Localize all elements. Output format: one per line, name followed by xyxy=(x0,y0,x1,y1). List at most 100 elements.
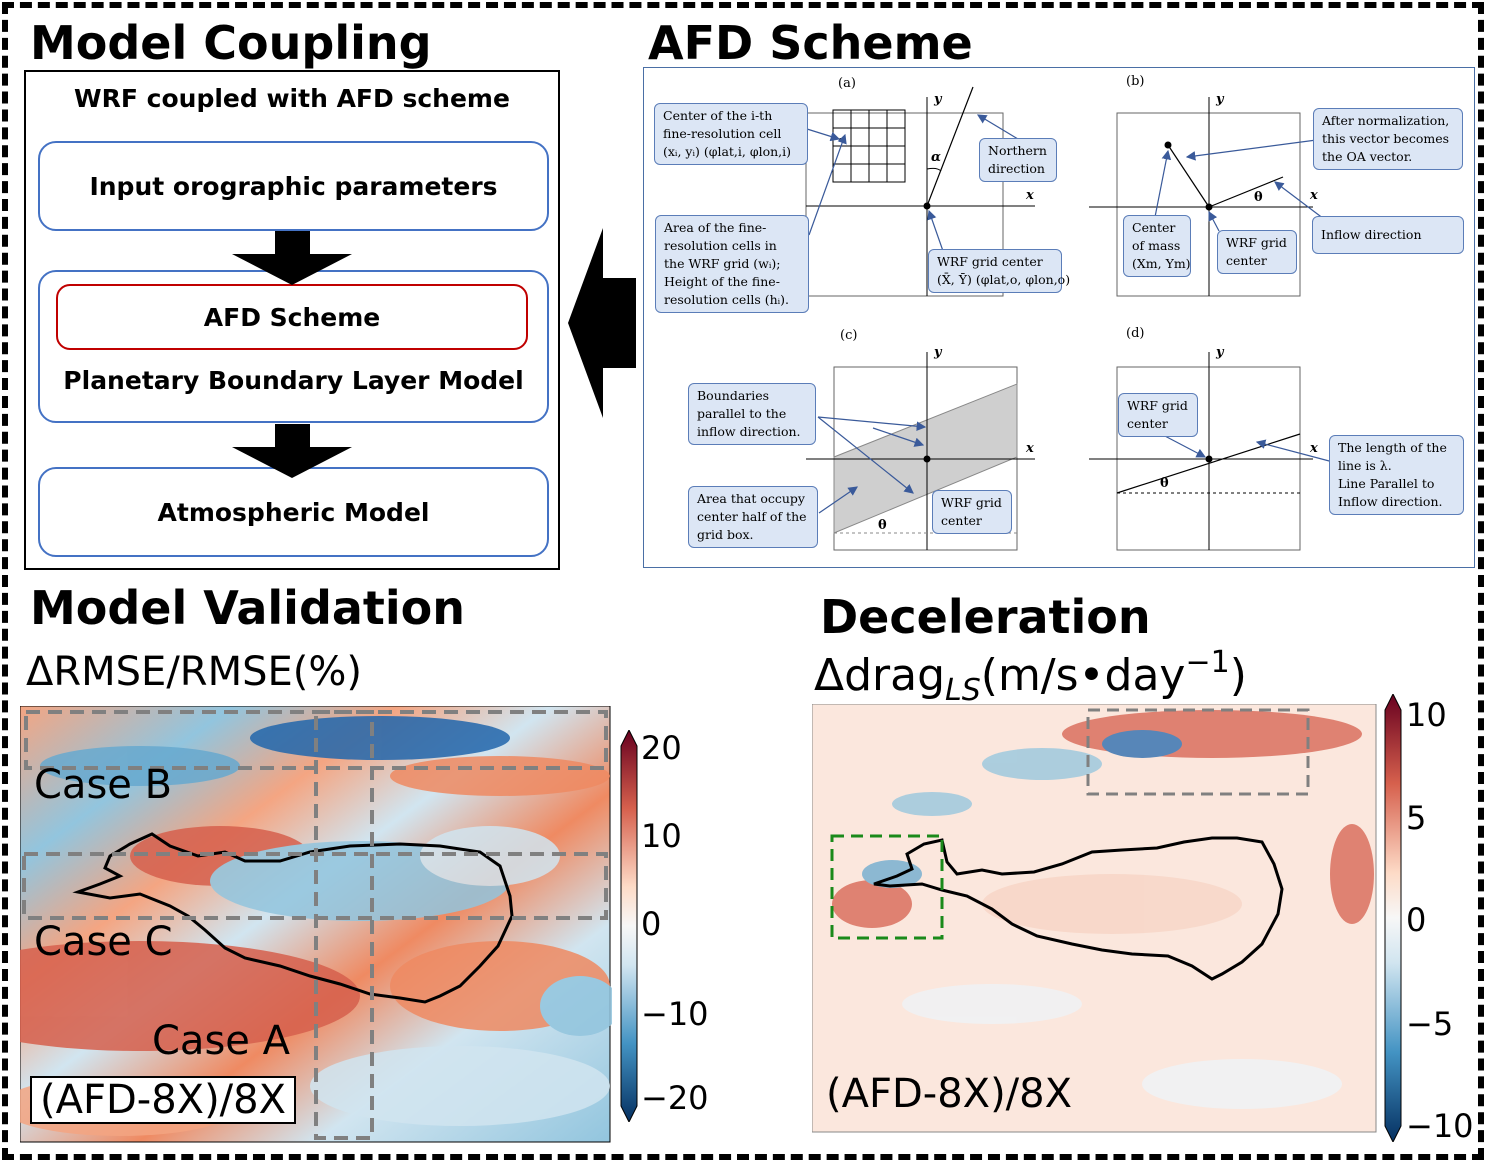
deceleration-legend: (AFD-8X)/8X xyxy=(826,1071,1072,1117)
section-title-model-validation: Model Validation xyxy=(30,581,466,635)
plateau-outline-deceleration xyxy=(873,836,1284,981)
pbl-model-box xyxy=(38,270,549,423)
callout-line: center xyxy=(1226,253,1267,268)
validation-metric-title: ΔRMSE/RMSE(%) xyxy=(26,649,362,695)
callout-line: Center of the i-th xyxy=(663,108,773,123)
case-a-label: Case A xyxy=(152,1018,290,1064)
validation-cb-tick-0: 0 xyxy=(641,905,662,943)
metric-subscript: LS xyxy=(945,673,981,708)
axis-y-c: y xyxy=(934,345,942,360)
section-title-deceleration: Deceleration xyxy=(820,590,1151,644)
callout-line: center half of the xyxy=(697,509,807,524)
callout-line: direction xyxy=(988,161,1045,176)
callout-line: Northern xyxy=(988,143,1047,158)
coupling-heading: WRF coupled with AFD scheme xyxy=(74,84,510,113)
callout-center-cell: Center of the i-th fine-resolution cell … xyxy=(654,103,808,165)
input-orographic-label: Input orographic parameters xyxy=(89,171,498,201)
callout-line: line is λ. xyxy=(1338,458,1392,473)
deceleration-cb-tick-neg5: −5 xyxy=(1406,1005,1454,1043)
callout-line: the WRF grid (wᵢ); xyxy=(664,256,781,271)
callout-line: Inflow direction xyxy=(1321,227,1422,242)
callout-normalization: After normalization, this vector becomes… xyxy=(1313,108,1463,170)
alpha-label: α xyxy=(931,150,942,165)
callout-line: the OA vector. xyxy=(1322,149,1413,164)
callout-center-of-mass: Center of mass (Xm, Ym) xyxy=(1123,215,1191,277)
callout-line: (X̄, Ȳ) (φlat,o, φlon,o) xyxy=(937,272,1071,287)
axis-x-c: x xyxy=(1026,441,1034,456)
callout-wrf-grid-center-d: WRF grid center xyxy=(1118,393,1198,437)
deceleration-colorbar xyxy=(1384,694,1402,1142)
scheme-to-coupling-arrow xyxy=(568,228,636,418)
panel-c xyxy=(806,352,1035,551)
flow-arrow-2 xyxy=(232,424,352,478)
callout-line: WRF grid xyxy=(1127,398,1188,413)
callout-northern-direction: Northern direction xyxy=(979,138,1057,182)
callout-line: Area of the fine- xyxy=(664,220,767,235)
validation-field-blobs xyxy=(20,716,612,1136)
validation-cb-tick-20: 20 xyxy=(641,729,682,767)
theta-label-d: θ xyxy=(1160,476,1169,491)
callout-line: WRF grid xyxy=(941,495,1002,510)
callout-line: resolution cells (hᵢ). xyxy=(664,292,790,307)
deceleration-map xyxy=(812,704,1377,1133)
axis-x-d: x xyxy=(1310,441,1318,456)
panel-a xyxy=(805,86,1035,297)
metric-suffix: (m/s•day xyxy=(980,650,1186,701)
callout-line: parallel to the xyxy=(697,406,787,421)
atmospheric-model-box: Atmospheric Model xyxy=(38,467,549,557)
callout-line: WRF grid center xyxy=(937,254,1043,269)
callout-line: After normalization, xyxy=(1322,113,1450,128)
case-c-label: Case C xyxy=(34,919,173,965)
axis-x-a: x xyxy=(1026,188,1034,203)
fine-grid xyxy=(832,109,906,183)
plateau-outline-validation xyxy=(72,832,514,1004)
callout-line: The length of the xyxy=(1338,440,1447,455)
callout-line: Line Parallel to xyxy=(1338,476,1435,491)
metric-prefix: Δdrag xyxy=(814,650,946,701)
axis-x-b: x xyxy=(1310,188,1318,203)
panel-d xyxy=(1089,352,1334,551)
axis-y-a: y xyxy=(934,92,942,107)
metric-close: ) xyxy=(1229,650,1247,701)
callout-line: center xyxy=(941,513,982,528)
panel-d-label: (d) xyxy=(1126,326,1145,341)
section-title-afd-scheme: AFD Scheme xyxy=(648,16,973,70)
callout-line: inflow direction. xyxy=(697,424,801,439)
panel-c-label: (c) xyxy=(840,328,858,343)
case-boxes-validation xyxy=(22,710,608,1140)
panel-a-label: (a) xyxy=(838,76,856,91)
validation-colorbar xyxy=(620,730,638,1122)
case-boxes-deceleration xyxy=(830,708,1310,940)
case-a-box xyxy=(314,710,374,1140)
callout-line: center xyxy=(1127,416,1168,431)
theta-label-c: θ xyxy=(878,518,887,533)
deceleration-cb-tick-0: 0 xyxy=(1406,901,1427,939)
validation-map xyxy=(20,706,612,1143)
callout-center-half-area: Area that occupy center half of the grid… xyxy=(688,486,818,548)
deceleration-field-blobs xyxy=(832,710,1374,1109)
callout-fine-cell-area: Area of the fine- resolution cells in th… xyxy=(655,215,809,313)
validation-cb-tick-neg20: −20 xyxy=(641,1079,709,1117)
section-title-model-coupling: Model Coupling xyxy=(30,16,432,70)
callout-boundaries: Boundaries parallel to the inflow direct… xyxy=(688,383,816,445)
callout-line: of mass xyxy=(1132,238,1181,253)
callout-line: WRF grid xyxy=(1226,235,1287,250)
deceleration-cb-tick-5: 5 xyxy=(1406,799,1427,837)
axis-y-b: y xyxy=(1216,92,1224,107)
metric-superscript: −1 xyxy=(1185,645,1230,680)
validation-cb-tick-neg10: −10 xyxy=(641,995,709,1033)
callout-line: Inflow direction. xyxy=(1338,494,1443,509)
flow-arrow-1 xyxy=(232,231,352,285)
panel-b-label: (b) xyxy=(1126,74,1145,89)
pbl-model-label: Planetary Boundary Layer Model xyxy=(63,366,524,395)
validation-cb-tick-10: 10 xyxy=(641,817,682,855)
panel-b xyxy=(1089,97,1329,297)
deceleration-cb-tick-neg10: −10 xyxy=(1406,1107,1474,1145)
callout-line: (Xm, Ym) xyxy=(1132,256,1191,271)
callout-wrf-grid-center-b: WRF grid center xyxy=(1217,230,1297,274)
validation-legend: (AFD-8X)/8X xyxy=(30,1076,296,1124)
axis-y-d: y xyxy=(1216,345,1224,360)
case-b-label: Case B xyxy=(34,762,173,808)
